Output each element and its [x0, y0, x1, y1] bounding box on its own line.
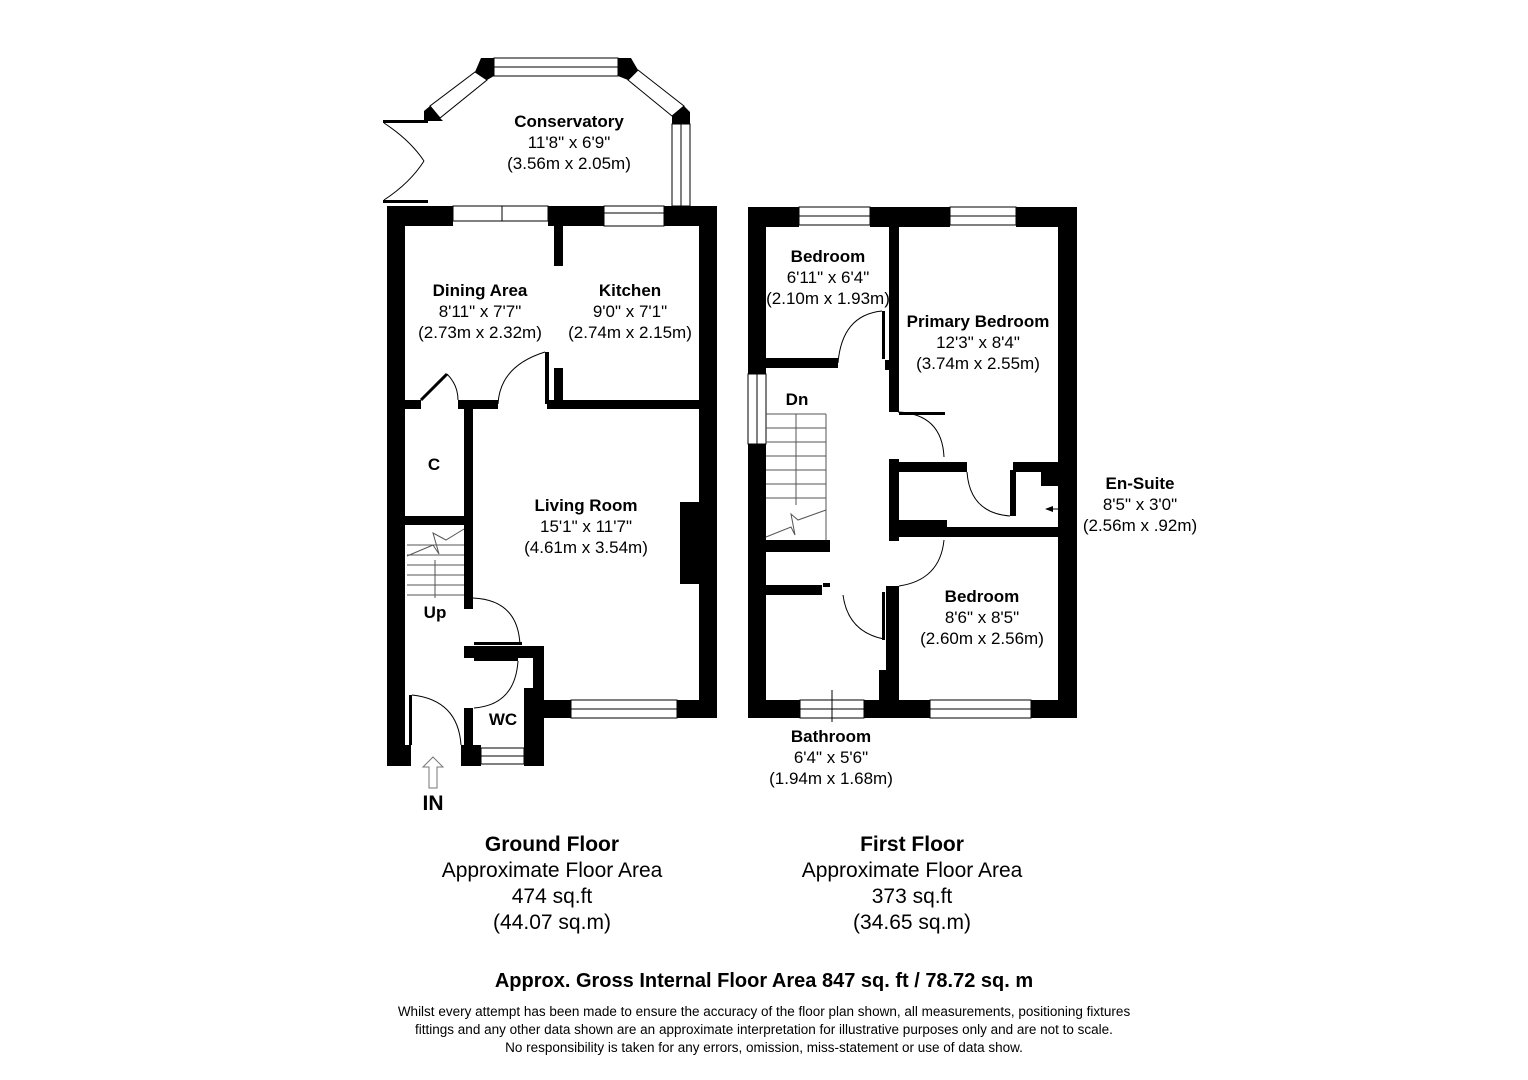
room-name: Bathroom — [790, 727, 872, 746]
disclaimer-line: fittings and any other data shown are an… — [415, 1022, 1113, 1037]
ground-floor-summary: Ground Floor Approximate Floor Area 474 … — [442, 832, 663, 936]
room-dimensions-imperial: 8'6" x 8'5" — [944, 608, 1020, 627]
room-dimensions-imperial: 8'5" x 3'0" — [1102, 495, 1178, 514]
ground-floor-plan — [383, 57, 717, 789]
floor-area-sqft: 474 sq.ft — [511, 885, 593, 908]
room-dimensions-metric: (2.56m x .92m) — [1082, 516, 1198, 535]
stairs-down — [765, 413, 827, 540]
gross-internal-area: Approx. Gross Internal Floor Area 847 sq… — [494, 970, 1034, 992]
room-dimensions-metric: (2.73m x 2.32m) — [418, 323, 542, 342]
room-dimensions-imperial: 8'11" x 7'7" — [438, 302, 522, 321]
disclaimer-line: Whilst every attempt has been made to en… — [397, 1004, 1131, 1019]
room-dimensions-metric: (3.56m x 2.05m) — [507, 154, 631, 173]
disclaimer-line: No responsibility is taken for any error… — [505, 1040, 1023, 1055]
room-label-bedroom-2: Bedroom 8'6" x 8'5" (2.60m x 2.56m) — [920, 586, 1044, 649]
room-dimensions-metric: (2.60m x 2.56m) — [920, 629, 1044, 648]
room-dimensions-metric: (2.10m x 1.93m) — [766, 289, 890, 308]
room-dimensions-metric: (4.61m x 3.54m) — [524, 538, 648, 557]
room-name: En-Suite — [1105, 474, 1175, 493]
entrance-arrow-icon — [421, 756, 445, 789]
floor-area-sqm: (34.65 sq.m) — [853, 911, 971, 934]
cupboard-tag: C — [427, 455, 441, 474]
room-dimensions-imperial: 11'8" x 6'9" — [527, 133, 611, 152]
room-label-en-suite: En-Suite 8'5" x 3'0" (2.56m x .92m) — [1083, 473, 1197, 536]
disclaimer: Whilst every attempt has been made to en… — [398, 1003, 1130, 1057]
ground-floor-walls — [387, 205, 717, 766]
room-dimensions-metric: (3.74m x 2.55m) — [916, 354, 1040, 373]
room-name: Living Room — [534, 496, 638, 515]
room-dimensions-imperial: 6'4" x 5'6" — [793, 748, 869, 767]
room-name: Bedroom — [790, 247, 866, 266]
room-dimensions-imperial: 6'11" x 6'4" — [786, 268, 870, 287]
room-name: Primary Bedroom — [906, 312, 1050, 331]
room-dimensions-imperial: 9'0" x 7'1" — [592, 302, 668, 321]
room-dimensions-imperial: 12'3" x 8'4" — [936, 333, 1020, 352]
room-label-bathroom: Bathroom 6'4" x 5'6" (1.94m x 1.68m) — [769, 726, 893, 789]
room-name: Bedroom — [944, 587, 1020, 606]
first-floor-plan — [747, 206, 1077, 722]
wc-tag: WC — [488, 710, 518, 729]
room-dimensions-imperial: 15'1" x 11'7" — [540, 517, 632, 536]
room-dimensions-metric: (1.94m x 1.68m) — [769, 769, 893, 788]
floor-subtitle: Approximate Floor Area — [801, 859, 1023, 882]
entrance-tag: IN — [422, 792, 444, 815]
stairs-down-tag: Dn — [785, 390, 809, 409]
stairs-up-tag: Up — [423, 603, 447, 622]
floor-subtitle: Approximate Floor Area — [441, 859, 663, 882]
room-label-living-room: Living Room 15'1" x 11'7" (4.61m x 3.54m… — [524, 495, 648, 558]
floor-area-sqft: 373 sq.ft — [871, 885, 953, 908]
room-dimensions-metric: (2.74m x 2.15m) — [568, 323, 692, 342]
room-label-conservatory: Conservatory 11'8" x 6'9" (3.56m x 2.05m… — [507, 111, 631, 174]
first-floor-summary: First Floor Approximate Floor Area 373 s… — [802, 832, 1023, 936]
room-name: Dining Area — [432, 281, 528, 300]
stairs-up — [406, 528, 465, 598]
floor-area-sqm: (44.07 sq.m) — [493, 911, 611, 934]
room-label-kitchen: Kitchen 9'0" x 7'1" (2.74m x 2.15m) — [568, 280, 692, 343]
room-label-primary-bedroom: Primary Bedroom 12'3" x 8'4" (3.74m x 2.… — [907, 311, 1050, 374]
conservatory-walls — [383, 57, 691, 207]
room-label-dining-area: Dining Area 8'11" x 7'7" (2.73m x 2.32m) — [418, 280, 542, 343]
room-label-bedroom-small: Bedroom 6'11" x 6'4" (2.10m x 1.93m) — [766, 246, 890, 309]
floor-title: First Floor — [860, 833, 964, 856]
room-name: Kitchen — [598, 281, 662, 300]
room-name: Conservatory — [514, 112, 624, 131]
floor-title: Ground Floor — [484, 833, 620, 856]
